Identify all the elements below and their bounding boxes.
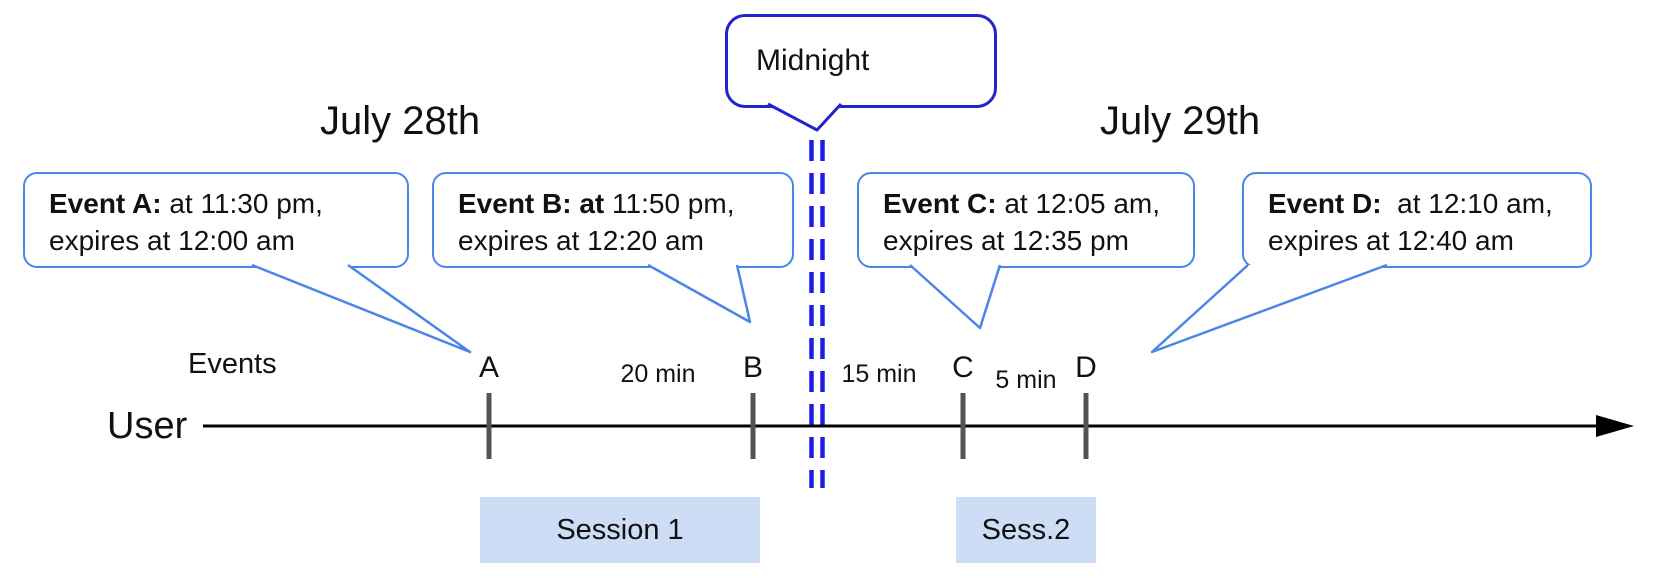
event-d-callout-tail xyxy=(1150,263,1388,354)
event-c-callout: Event C: at 12:05 am, expires at 12:35 p… xyxy=(857,172,1195,268)
event-b-callout: Event B: at 11:50 pm, expires at 12:20 a… xyxy=(432,172,794,268)
session-1-box: Session 1 xyxy=(480,497,760,563)
interval-label-20min: 20 min xyxy=(620,360,696,388)
session-1-label: Session 1 xyxy=(556,513,684,546)
interval-label-5min: 5 min xyxy=(995,366,1057,394)
tick-label-a: A xyxy=(478,351,500,384)
event-c-callout-tail xyxy=(909,264,1002,330)
user-axis-label: User xyxy=(107,405,188,447)
event-b-line1: Event B: at 11:50 pm, xyxy=(458,188,735,219)
event-b-callout-tail xyxy=(647,263,752,324)
event-a-line1: Event A: at 11:30 pm, xyxy=(49,188,323,219)
date-label-july-28: July 28th xyxy=(320,99,481,143)
event-d-callout: Event D: at 12:10 am, expires at 12:40 a… xyxy=(1242,172,1592,268)
tick-label-c: C xyxy=(952,351,974,384)
events-axis-label: Events xyxy=(188,348,277,380)
interval-label-15min: 15 min xyxy=(841,360,917,388)
session-2-label: Sess.2 xyxy=(981,513,1071,546)
event-c-line2: expires at 12:35 pm xyxy=(883,225,1129,256)
event-c-line1: Event C: at 12:05 am, xyxy=(883,188,1161,219)
event-a-callout: Event A: at 11:30 pm, expires at 12:00 a… xyxy=(23,172,409,268)
date-label-july-29: July 29th xyxy=(1100,99,1261,143)
event-a-callout-tail xyxy=(251,263,472,354)
event-d-line2: expires at 12:40 am xyxy=(1268,225,1514,256)
tick-label-b: B xyxy=(742,351,764,384)
event-d-line1: Event D: at 12:10 am, xyxy=(1268,188,1553,219)
midnight-callout: Midnight xyxy=(725,14,997,108)
midnight-label: Midnight xyxy=(756,44,870,77)
event-a-line2: expires at 12:00 am xyxy=(49,225,295,256)
event-b-line2: expires at 12:20 am xyxy=(458,225,704,256)
tick-label-d: D xyxy=(1075,351,1097,384)
timeline-arrowhead xyxy=(1596,415,1634,437)
session-2-box: Sess.2 xyxy=(956,497,1096,563)
